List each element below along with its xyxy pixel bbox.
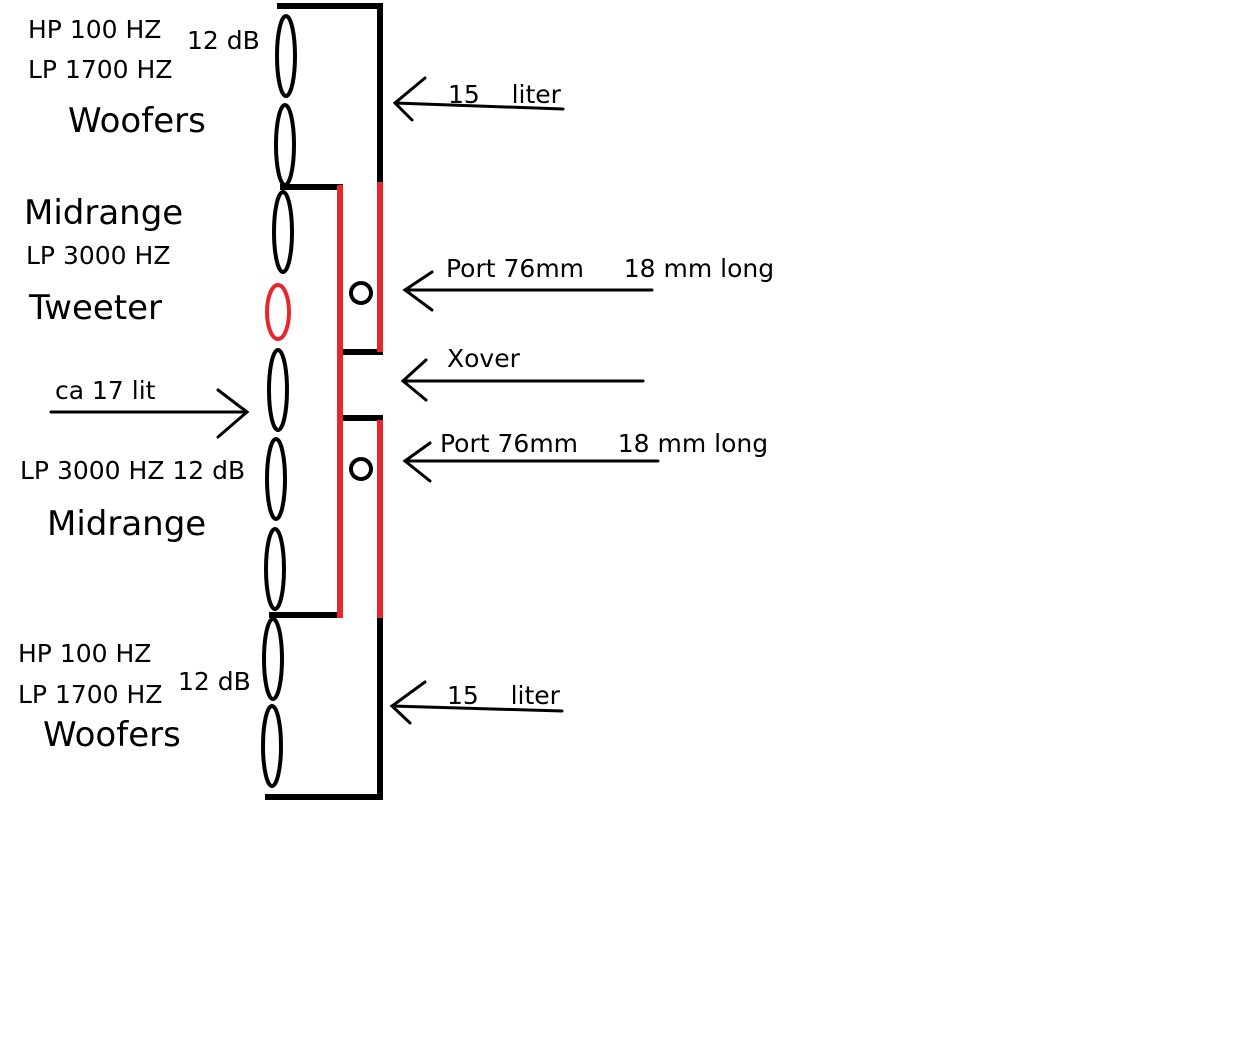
top-woofer-slope-label: 12 dB — [187, 26, 260, 55]
bottom-woofer-cabinet-wall — [265, 617, 383, 800]
top-woofers-title: Woofers — [68, 101, 206, 141]
bottom-woofer-slope-label: 12 dB — [178, 667, 251, 696]
woofer-icon — [262, 617, 284, 701]
midrange-icon — [267, 348, 289, 432]
enclosure — [265, 3, 383, 800]
woofer-icon — [261, 704, 283, 788]
arrow-bottom-volume — [389, 680, 564, 725]
arrow-port-upper — [402, 270, 654, 312]
port-lower-icon — [349, 457, 373, 481]
woofer-icon — [275, 14, 297, 98]
arrow-xover — [400, 358, 645, 402]
midrange-chamber — [337, 182, 383, 618]
bottom-woofer-highpass-label: HP 100 HZ — [18, 639, 152, 668]
midrange-icon — [265, 437, 287, 521]
arrow-midrange-volume — [49, 388, 250, 439]
port-upper-label: Port 76mm 18 mm long — [446, 254, 775, 283]
drivers — [261, 14, 297, 788]
bottom-volume-label: 15 liter — [447, 681, 560, 710]
midrange-lower-lowpass-label: LP 3000 HZ 12 dB — [20, 456, 246, 485]
top-woofer-lowpass-label: LP 1700 HZ — [28, 55, 173, 84]
arrow-port-lower — [402, 441, 660, 483]
midrange-upper-title: Midrange — [24, 193, 184, 233]
xover-label: Xover — [447, 344, 520, 373]
tweeter-icon — [265, 283, 291, 341]
arrows — [49, 76, 660, 725]
woofer-icon — [274, 103, 296, 187]
midrange-volume-label: ca 17 lit — [55, 376, 156, 405]
bottom-woofers-title: Woofers — [43, 715, 181, 755]
midrange-icon — [264, 527, 286, 611]
xover-shelf-lower — [339, 415, 383, 435]
top-woofer-cabinet-wall — [277, 3, 383, 186]
top-volume-label: 15 liter — [448, 80, 561, 109]
tweeter-title: Tweeter — [29, 288, 163, 328]
top-woofer-highpass-label: HP 100 HZ — [28, 15, 162, 44]
port-upper-icon — [349, 281, 373, 305]
xover-shelf-upper — [339, 337, 383, 355]
arrow-top-volume — [392, 76, 565, 122]
bottom-woofer-lowpass-label: LP 1700 HZ — [18, 680, 163, 709]
port-lower-label: Port 76mm 18 mm long — [440, 429, 769, 458]
midrange-lower-title: Midrange — [47, 504, 207, 544]
midrange-upper-lowpass-label: LP 3000 HZ — [26, 241, 171, 270]
midrange-icon — [272, 190, 294, 274]
